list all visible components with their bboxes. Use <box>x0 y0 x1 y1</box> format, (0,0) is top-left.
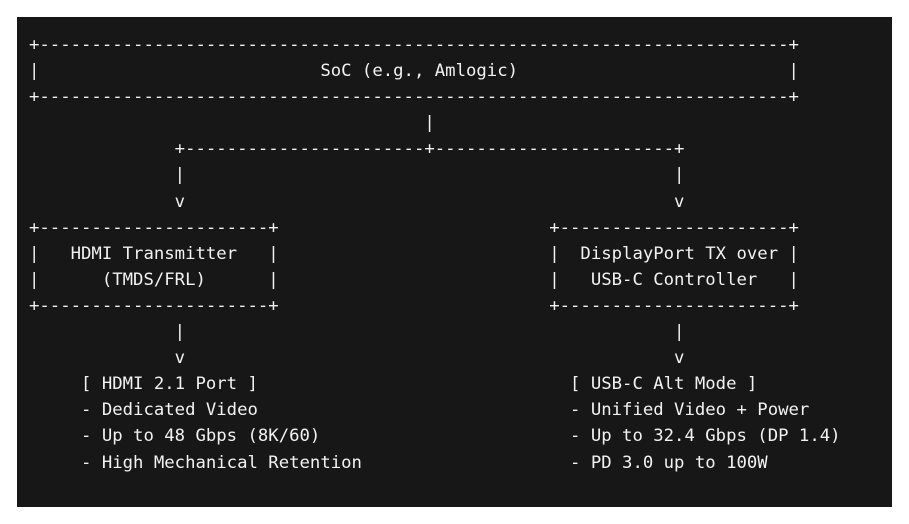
ascii-diagram: +---------------------------------------… <box>29 32 841 476</box>
port-feature-row-2: - Up to 48 Gbps (8K/60) - Up to 32.4 Gbp… <box>29 426 841 447</box>
soc-box-top-border: +---------------------------------------… <box>29 35 799 55</box>
output-arrows: v v <box>29 348 685 369</box>
controller-boxes-row-2: | (TMDS/FRL) | | USB-C Controller | <box>29 269 799 290</box>
soc-box-label-row: | SoC (e.g., Amlogic) | <box>29 61 799 82</box>
controller-boxes-row-1: | HDMI Transmitter | | DisplayPort TX ov… <box>29 243 799 264</box>
branch-line: +-----------------------+---------------… <box>29 139 685 160</box>
diagram-panel <box>17 17 892 507</box>
soc-connector-line: | <box>29 113 435 134</box>
port-feature-row-3: - High Mechanical Retention - PD 3.0 up … <box>29 452 768 473</box>
soc-box-bottom-border: +---------------------------------------… <box>29 87 799 108</box>
branch-arrows: v v <box>29 191 685 212</box>
output-drop-lines: | | <box>29 322 685 343</box>
port-titles: [ HDMI 2.1 Port ] [ USB-C Alt Mode ] <box>29 374 758 395</box>
branch-drop-lines: | | <box>29 165 685 186</box>
port-feature-row-1: - Dedicated Video - Unified Video + Powe… <box>29 400 810 421</box>
controller-boxes-top-border: +----------------------+ +--------------… <box>29 217 799 238</box>
controller-boxes-bottom-border: +----------------------+ +--------------… <box>29 295 799 316</box>
